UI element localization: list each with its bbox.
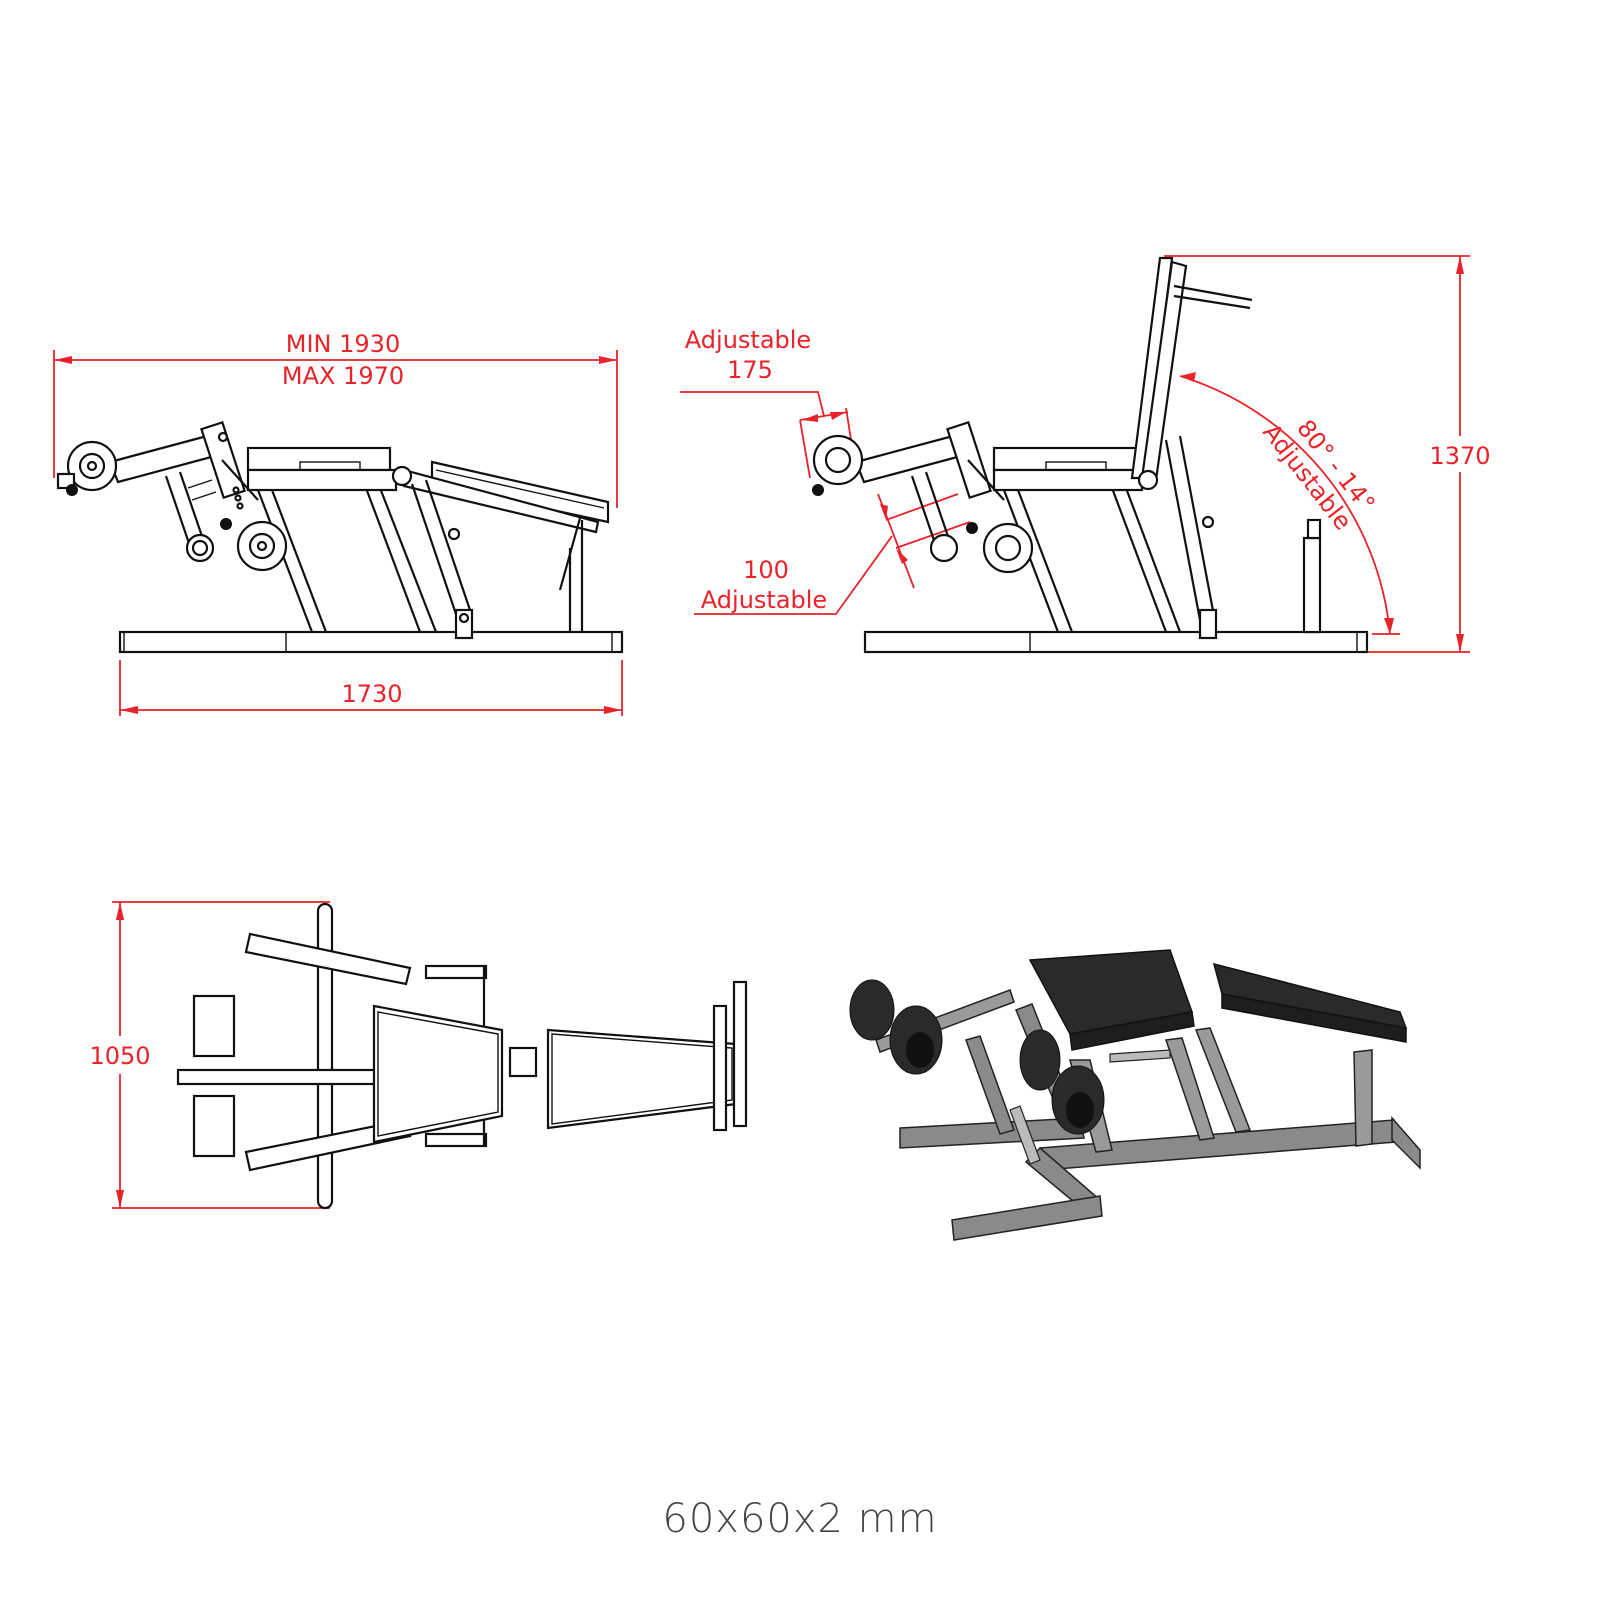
base-length-dimension (119, 660, 623, 716)
roller-adjust-value: 175 (727, 356, 773, 384)
side-view-upright-drawing: Adjustable 175 100 Adjustable (680, 255, 1491, 654)
overall-width-label: 1050 (89, 1042, 150, 1070)
overall-length-min-label: MIN 1930 (286, 330, 400, 358)
side-view-flat: MIN 1930 MAX 1970 (0, 0, 800, 760)
side-view-upright: Adjustable 175 100 Adjustable (660, 230, 1560, 690)
tube-profile-caption: 60x60x2 mm (662, 1496, 938, 1542)
side-view-flat-drawing: MIN 1930 MAX 1970 (53, 330, 624, 716)
overall-length-dimension (53, 350, 618, 508)
base-length-label: 1730 (341, 680, 402, 708)
isometric-render (840, 930, 1440, 1250)
top-view-drawing: 1050 (89, 901, 748, 1210)
bench-side-flat (56, 420, 624, 654)
arm-adjust-label: Adjustable (701, 586, 827, 614)
back-angle-dimension (1179, 372, 1400, 635)
top-view: 1050 (60, 880, 780, 1240)
arm-adjust-value: 100 (743, 556, 789, 584)
overall-height-label: 1370 (1429, 442, 1490, 470)
bench-top (176, 902, 748, 1210)
roller-adjust-label: Adjustable (685, 326, 811, 354)
overall-height-dimension (1164, 255, 1470, 653)
overall-length-max-label: MAX 1970 (282, 362, 404, 390)
bench-side-upright (812, 256, 1369, 654)
isometric-render-drawing (849, 949, 1421, 1241)
bench-isometric (849, 949, 1421, 1241)
overall-width-dimension (112, 901, 330, 1209)
